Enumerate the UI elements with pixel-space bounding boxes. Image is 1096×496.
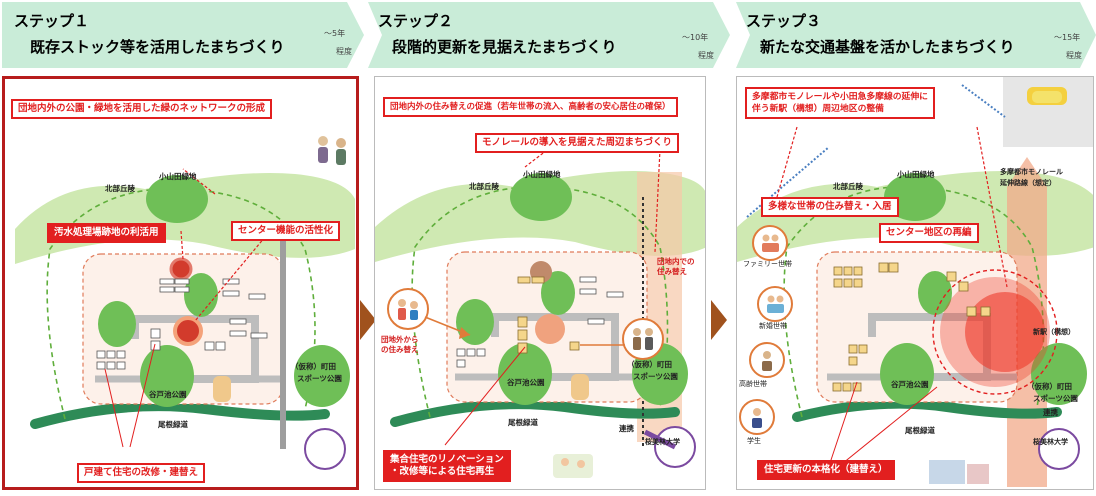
step2-move-within-line2: 住み替え: [657, 267, 687, 276]
city-skyline-icon: [929, 460, 989, 484]
step2-move-from-outside-label: 団地外から の住み替え: [381, 335, 419, 355]
step1-to-step2-arrow: [360, 300, 376, 340]
step2-relocation-callout: 団地内外の住み替えの促進（若年世帯の流入、高齢者の安心居住の確保）: [383, 97, 678, 117]
elderly-couple-icon: [633, 328, 653, 350]
step1-oyamada-label: 小山田緑地: [159, 172, 197, 181]
step3-time-suffix: 程度: [1066, 51, 1082, 60]
step3-oyamada-label: 小山田緑地: [897, 170, 935, 179]
community-scene-icon: [553, 454, 593, 478]
step3-monorail-label-b: 延伸路線（想定）: [1000, 179, 1056, 187]
step3-title: ステップ３: [746, 12, 822, 30]
step3-new-station-line1: 多摩都市モノレールや小田急多摩線の延伸に: [752, 92, 928, 102]
step2-description: 段階的更新を見据えたまちづくり: [392, 38, 617, 56]
step2-renovation-line2: ・改修等による住宅再生: [390, 466, 495, 477]
step2-move-within-line1: 団地内での: [657, 257, 695, 266]
step1-time: ～5年: [324, 29, 346, 38]
step2-hill-label: 北部丘陵: [469, 182, 499, 191]
step3-elderly-label: 高齢世帯: [739, 380, 767, 388]
step2-move-from-outside-line1: 団地外から: [381, 335, 419, 344]
step3-description: 新たな交通基盤を活かしたまちづくり: [760, 38, 1015, 56]
step2-renovation-line1: 集合住宅のリノベーション: [390, 454, 504, 465]
step2-monorail-prep-callout: モノレールの導入を見据えた周辺まちづくり: [475, 133, 680, 153]
step1-header-banner: [2, 2, 364, 68]
family-icon: [398, 299, 418, 320]
step3-family-label: ファミリー世帯: [743, 260, 792, 268]
step1-sports-park-label-b: スポーツ公園: [297, 374, 342, 383]
step2-ridge-path-label: 尾根緑道: [508, 418, 538, 427]
step3-rebuild-callout: 住宅更新の本格化（建替え）: [757, 460, 895, 480]
step1-header: ステップ１ 既存ストック等を活用したまちづくり ～5年 程度: [2, 2, 366, 68]
step3-header: ステップ３ 新たな交通基盤を活かしたまちづくり ～15年 程度: [736, 2, 1096, 68]
step2-sports-park-label-b: スポーツ公園: [633, 372, 678, 381]
step2-yato-park-label: 谷戸池公園: [507, 378, 545, 387]
step1-description: 既存ストック等を活用したまちづくり: [30, 38, 285, 56]
household-icons: [752, 234, 784, 428]
step3-university-label: 桜美林大学: [1033, 438, 1068, 446]
step3-yato-park-label: 谷戸池公園: [891, 380, 929, 389]
step3-student-label: 学生: [747, 437, 761, 445]
step3-link-label: 連携: [1043, 408, 1058, 417]
step3-new-station-line2: 伴う新駅（構想）周辺地区の整備: [752, 104, 884, 114]
step3-sports-park-label-b: スポーツ公園: [1033, 394, 1078, 403]
step1-yato-park-label: 谷戸池公園: [149, 390, 187, 399]
step2-map: [375, 146, 705, 478]
step1-ridge-path-label: 尾根緑道: [158, 420, 188, 429]
step3-monorail-label-a: 多摩都市モノレール: [1000, 168, 1063, 176]
step1-green-network-callout: 団地内外の公園・緑地を活用した緑のネットワークの形成: [11, 99, 273, 119]
step2-to-step3-arrow: [711, 300, 727, 340]
step1-title: ステップ１: [14, 12, 90, 30]
step2-link-label: 連携: [619, 424, 634, 433]
step3-ridge-path-label: 尾根緑道: [905, 426, 935, 435]
step1-time-suffix: 程度: [336, 47, 352, 56]
step3-panel: 多摩都市モノレールや小田急多摩線の延伸に 伴う新駅（構想）周辺地区の整備 多様な…: [736, 76, 1094, 490]
step2-header: ステップ２ 段階的更新を見据えたまちづくり ～10年 程度: [368, 2, 732, 68]
step2-university-label: 桜美林大学: [645, 438, 680, 446]
step1-center-function-callout: センター機能の活性化: [231, 221, 341, 241]
step2-move-within-label: 団地内での 住み替え: [657, 257, 695, 277]
step1-hill-label: 北部丘陵: [105, 184, 135, 193]
monorail-icon: [1032, 91, 1062, 103]
step2-renovation-callout: 集合住宅のリノベーション ・改修等による住宅再生: [383, 450, 511, 482]
step1-sewage-site-callout: 汚水処理場跡地の利活用: [47, 223, 166, 243]
step3-sports-park-label-a: （仮称）町田: [1027, 382, 1072, 391]
step2-header-banner: [368, 2, 730, 68]
step1-sports-park-label-a: （仮称）町田: [291, 362, 336, 371]
step3-station-label: 新駅（構想）: [1033, 328, 1075, 336]
step1-detached-housing-callout: 戸建て住宅の改修・建替え: [77, 463, 206, 483]
step3-diverse-household-callout: 多様な世帯の住み替え・入居: [761, 197, 899, 217]
step3-new-station-callout: 多摩都市モノレールや小田急多摩線の延伸に 伴う新駅（構想）周辺地区の整備: [745, 87, 935, 119]
step3-newlywed-label: 新婚世帯: [759, 322, 787, 330]
step3-time: ～15年: [1054, 33, 1081, 42]
step1-panel: 団地内外の公園・緑地を活用した緑のネットワークの形成 汚水処理場跡地の利活用 セ…: [2, 76, 359, 490]
family-walk-icon: [318, 136, 346, 165]
step2-time-suffix: 程度: [698, 51, 714, 60]
step2-sports-park-label-a: （仮称）町田: [627, 360, 672, 369]
step3-header-banner: [736, 2, 1096, 68]
step3-center-reorg-callout: センター地区の再編: [879, 223, 979, 243]
step2-panel: 団地内外の住み替えの促進（若年世帯の流入、高齢者の安心居住の確保） モノレールの…: [374, 76, 706, 490]
step2-title: ステップ２: [378, 12, 454, 30]
step2-move-from-outside-line2: の住み替え: [381, 345, 419, 354]
step3-hill-label: 北部丘陵: [833, 182, 863, 191]
step2-time: ～10年: [682, 33, 709, 42]
step2-oyamada-label: 小山田緑地: [523, 170, 561, 179]
step3-map: [737, 77, 1093, 487]
